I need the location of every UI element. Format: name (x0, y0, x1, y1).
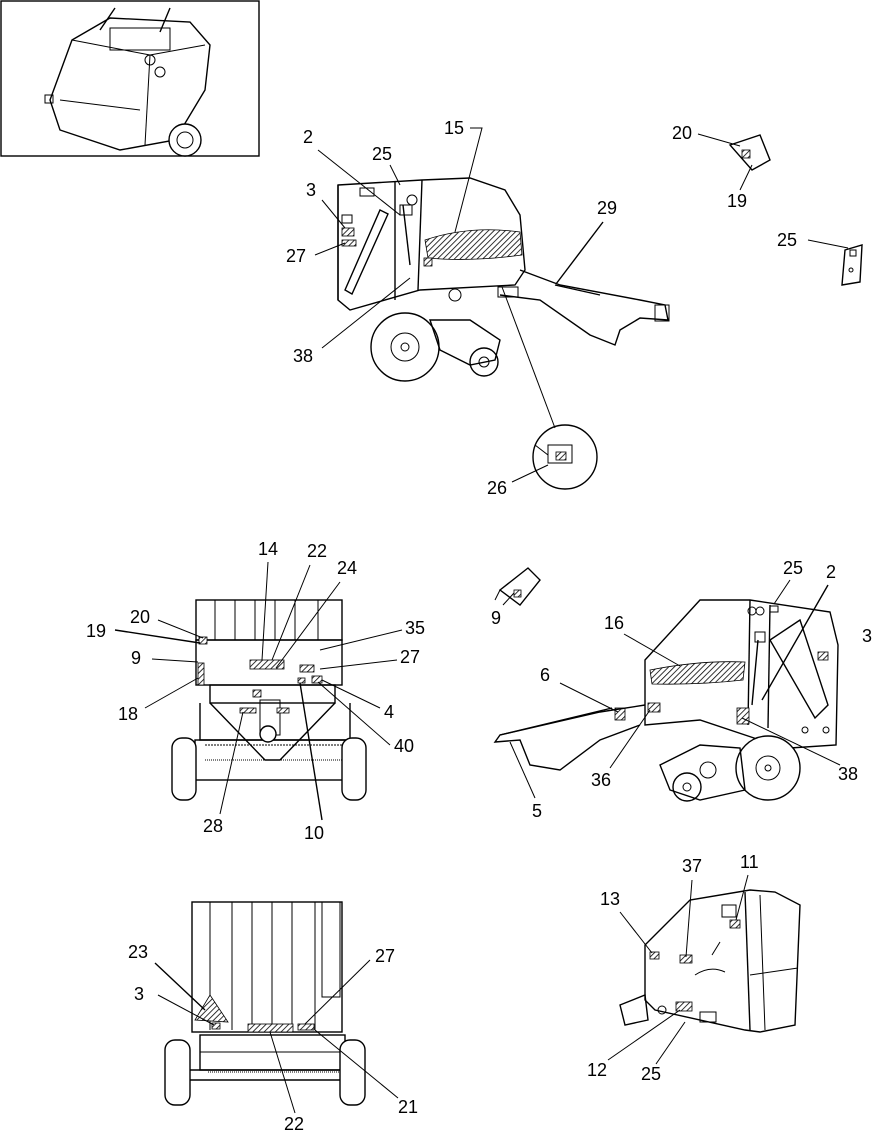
callout: 13 (600, 889, 620, 909)
part-group-top-right (728, 134, 863, 286)
callout: 18 (118, 704, 138, 724)
inset-thumbnail (0, 0, 260, 157)
callouts-top-right: 20 19 25 (672, 123, 849, 250)
callout: 20 (130, 607, 150, 627)
callout: 40 (394, 736, 414, 756)
callout: 27 (375, 946, 395, 966)
callout: 9 (131, 648, 141, 668)
callout: 22 (284, 1114, 304, 1134)
callout: 19 (86, 621, 106, 641)
callout: 14 (258, 539, 278, 559)
callout: 26 (487, 478, 507, 498)
callout: 3 (134, 984, 144, 1004)
callout: 29 (597, 198, 617, 218)
callout: 38 (293, 346, 313, 366)
rear-view-lower (164, 901, 366, 1106)
callout: 2 (826, 562, 836, 582)
callout: 25 (641, 1064, 661, 1084)
callout: 9 (491, 608, 501, 628)
callout: 19 (727, 191, 747, 211)
tailgate-view (619, 889, 801, 1033)
callout: 25 (372, 144, 392, 164)
callout: 2 (303, 127, 313, 147)
callouts-rear-lower: 23 27 3 22 21 (128, 942, 418, 1134)
callouts-rear: 14 22 24 19 20 35 9 27 18 4 40 28 10 (86, 539, 425, 843)
callout: 36 (591, 770, 611, 790)
callouts-tailgate: 37 11 13 12 25 (587, 852, 759, 1084)
callout: 22 (307, 541, 327, 561)
side-view-top (337, 177, 670, 490)
callout: 27 (400, 647, 420, 667)
callout: 3 (862, 626, 872, 646)
callouts-top-side: 2 25 15 3 27 29 38 26 (286, 118, 617, 498)
callout: 20 (672, 123, 692, 143)
callout: 6 (540, 665, 550, 685)
callout: 37 (682, 856, 702, 876)
callout: 27 (286, 246, 306, 266)
callout: 11 (740, 852, 759, 872)
callout: 23 (128, 942, 148, 962)
callout: 24 (337, 558, 357, 578)
callout: 5 (532, 801, 542, 821)
callout: 10 (304, 823, 324, 843)
callout: 4 (384, 702, 394, 722)
callout: 38 (838, 764, 858, 784)
callout: 25 (783, 558, 803, 578)
callout: 21 (398, 1097, 418, 1117)
callout: 16 (604, 613, 624, 633)
rear-view (171, 599, 367, 801)
callout: 25 (777, 230, 797, 250)
callouts-left-side: 25 2 9 16 3 6 36 38 5 (491, 558, 872, 821)
side-view-left (493, 567, 839, 802)
callout: 3 (306, 180, 316, 200)
callout: 12 (587, 1060, 607, 1080)
callout: 35 (405, 618, 425, 638)
callout: 15 (444, 118, 464, 138)
callout: 28 (203, 816, 223, 836)
